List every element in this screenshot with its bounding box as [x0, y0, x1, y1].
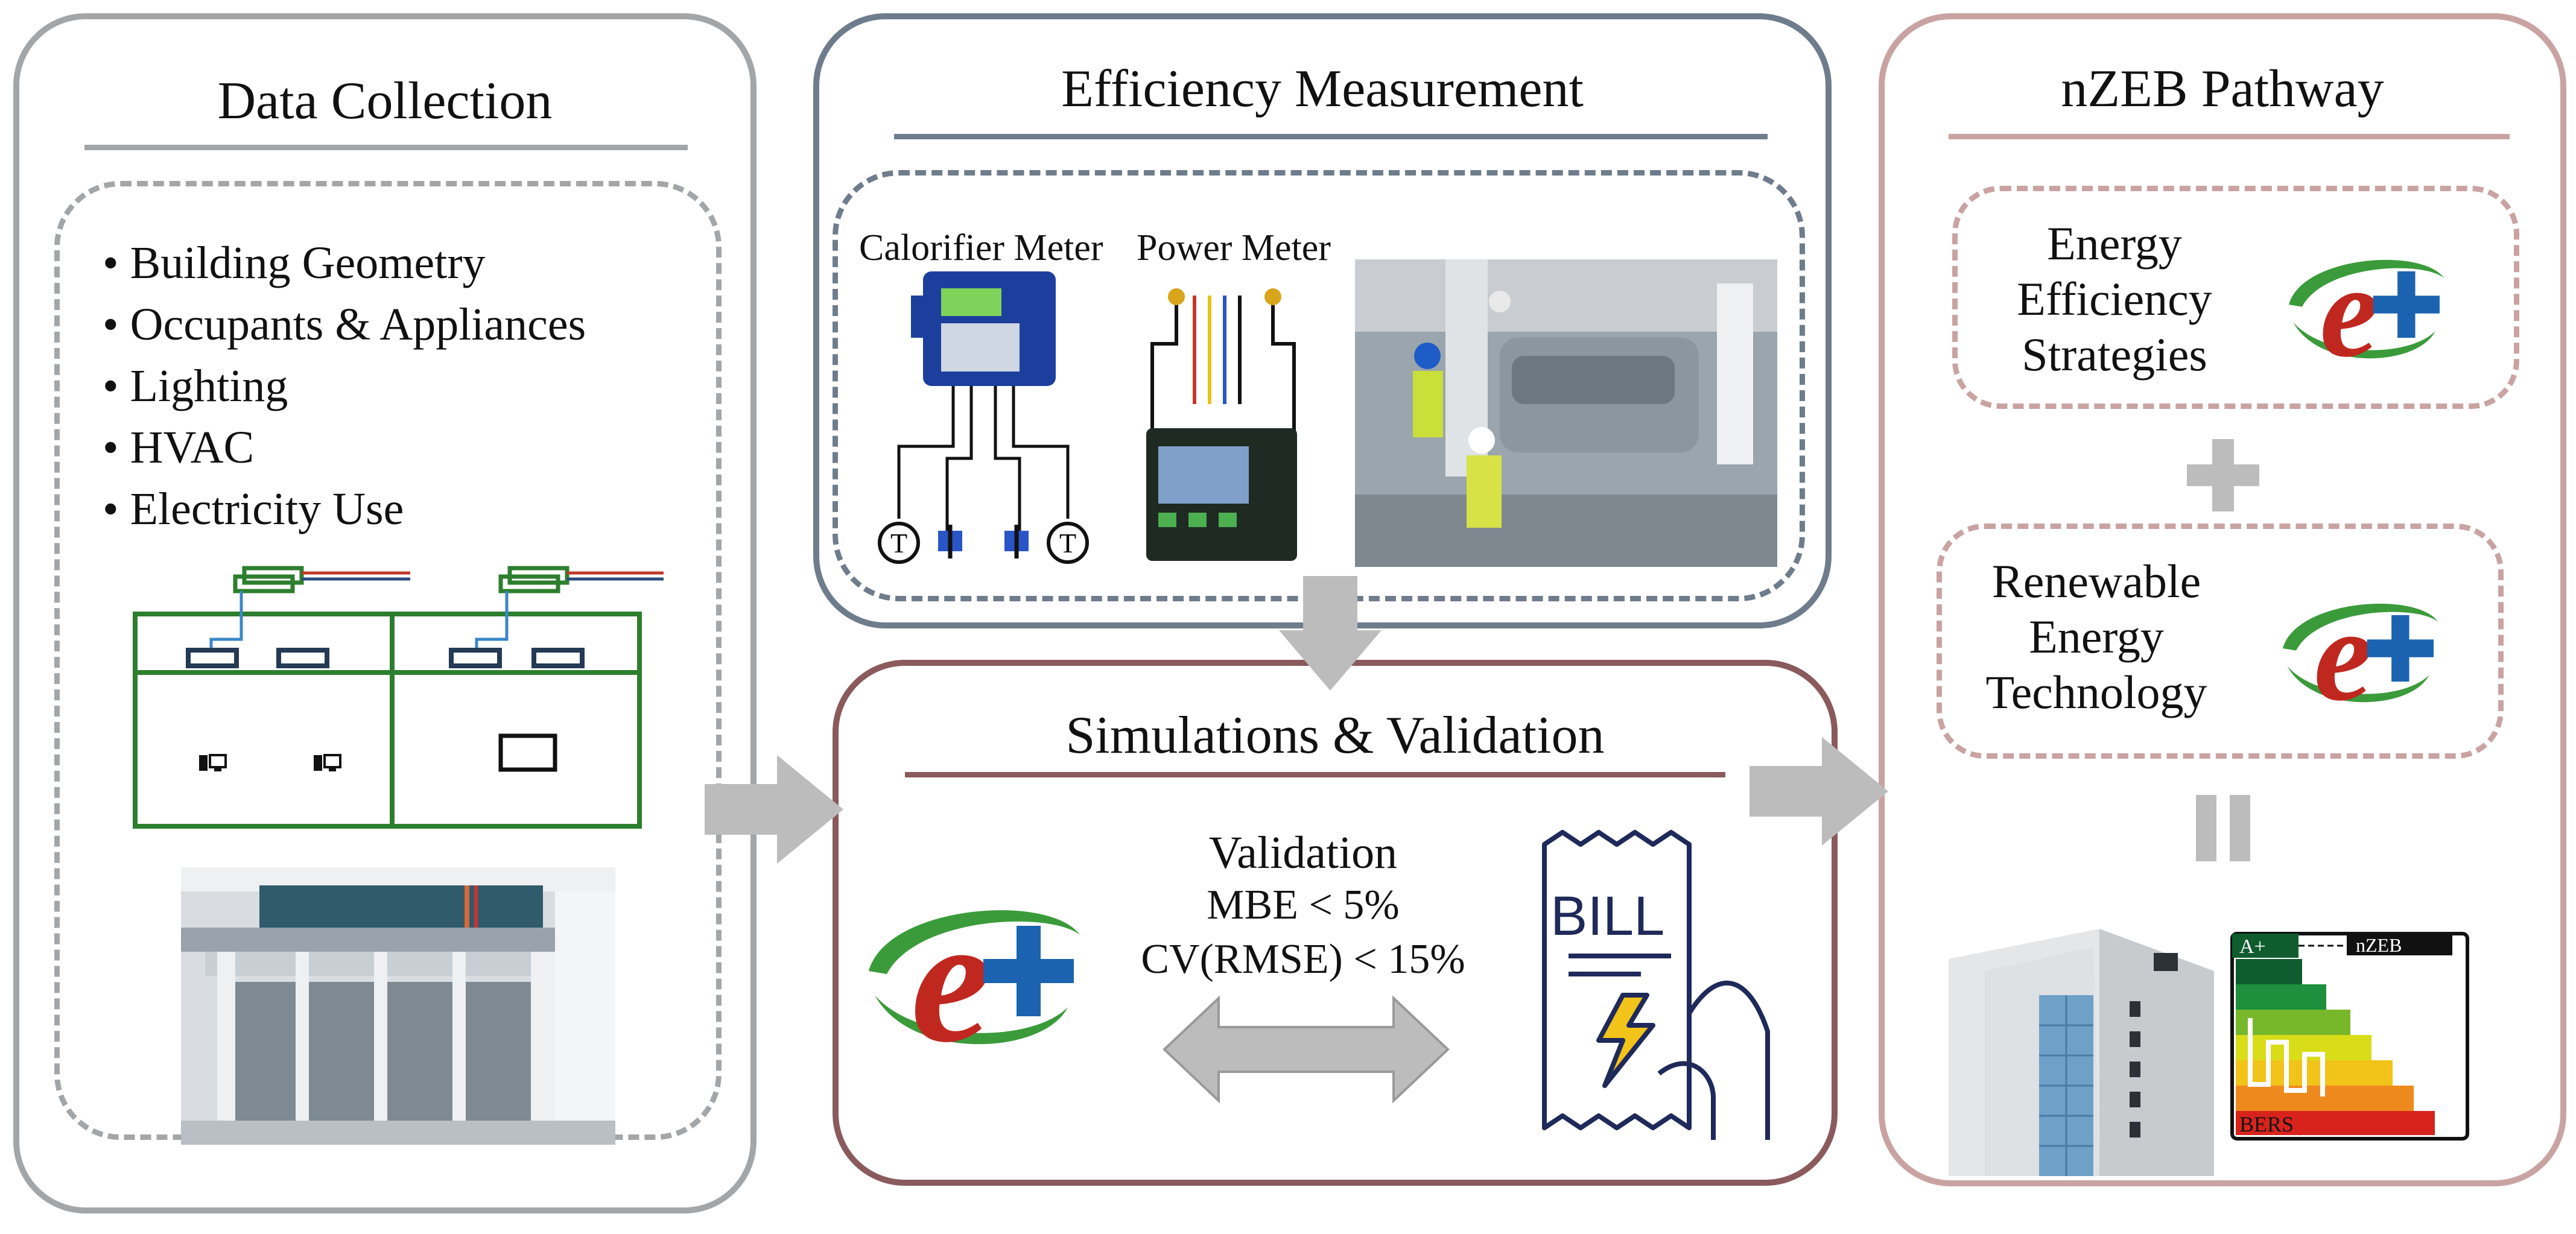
simulation-rule [905, 772, 1725, 777]
power-meter-label: Power Meter [1137, 227, 1331, 268]
cvrmse-criterion: CV(RMSE) < 15% [1141, 936, 1465, 982]
nzeb-building-illustration [1949, 929, 2214, 1176]
svg-text:e: e [2320, 237, 2379, 385]
simulation-title: Simulations & Validation [1065, 706, 1605, 765]
renewable-energy-text: Renewable Energy Technology [1985, 555, 2207, 719]
svg-text:T: T [1059, 528, 1076, 558]
arrow-efficiency-to-simulation [1279, 576, 1382, 691]
nzeb-title: nZEB Pathway [2061, 60, 2384, 118]
data-item-occupants: • Occupants & Appliances [103, 299, 586, 350]
power-meter-device [1146, 288, 1297, 561]
data-item-hvac: • HVAC [103, 422, 255, 473]
validation-title: Validation [1208, 827, 1398, 878]
energyplus-logo: e [869, 879, 1080, 1080]
data-item-lighting: • Lighting [103, 361, 288, 411]
energy-rating-label: A+ nZEB BERS [2230, 932, 2469, 1141]
building-facade-photo [181, 867, 615, 1145]
floor-plan-diagram [133, 566, 664, 829]
svg-text:e: e [911, 879, 991, 1080]
svg-text:e: e [2314, 581, 2373, 729]
chiller-plant-photo [1355, 259, 1777, 567]
arrow-data-to-simulation [705, 755, 843, 864]
energyplus-logo-small-2: e [2282, 581, 2438, 729]
label-a-plus: A+ [2239, 935, 2266, 958]
electricity-bill-icon: BILL [1542, 830, 1770, 1140]
label-nzeb: nZEB [2356, 934, 2402, 956]
calorifier-meter-device: T T [878, 271, 1089, 564]
mbe-criterion: MBE < 5% [1207, 882, 1400, 928]
efficiency-rule [894, 134, 1768, 139]
bill-text: BILL [1550, 885, 1664, 947]
equals-symbol [2196, 795, 2250, 861]
svg-text:T: T [890, 528, 907, 558]
efficiency-title: Efficiency Measurement [1061, 60, 1584, 118]
data-collection-rule [84, 145, 688, 150]
efficiency-strategies-text: Energy Efficiency Strategies [2017, 217, 2212, 381]
label-bers: BERS [2239, 1112, 2294, 1136]
data-collection-title: Data Collection [217, 72, 553, 130]
nzeb-rule [1949, 134, 2510, 139]
data-item-electricity: • Electricity Use [103, 484, 404, 534]
renewable-energy-box [1937, 524, 2504, 759]
plus-symbol [2187, 439, 2259, 511]
efficiency-strategies-box [1952, 186, 2519, 409]
arrow-simulation-to-nzeb [1750, 737, 1888, 846]
calorifier-meter-label: Calorifier Meter [859, 227, 1103, 268]
computer-icons [199, 754, 341, 771]
data-item-building-geometry: • Building Geometry [103, 238, 486, 288]
worker-figures [1413, 291, 1511, 528]
energyplus-logo-small: e [2288, 237, 2444, 385]
comparison-double-arrow [1163, 995, 1450, 1104]
